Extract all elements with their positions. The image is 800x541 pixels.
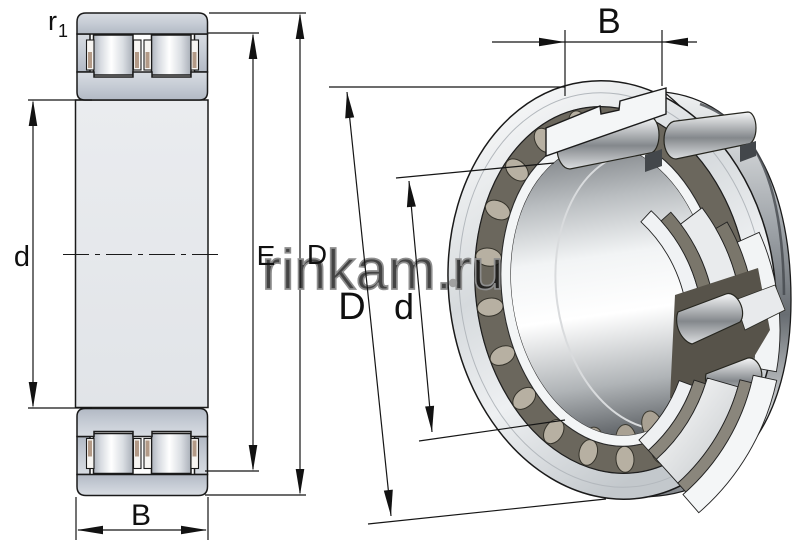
inner-ring-rib (76, 71, 209, 101)
right-view-dimensions (329, 30, 697, 525)
label-B-right: B (597, 2, 620, 41)
cross-section-view (28, 12, 306, 540)
cage-hook-right (740, 141, 756, 162)
label-d-right: d (394, 286, 414, 327)
outer-ring-section-face (545, 87, 667, 157)
outer-ring-top (76, 12, 209, 35)
cut-roller-right (663, 111, 757, 160)
labels: r1 d E D B B D d (14, 2, 621, 532)
label-r: r (48, 6, 57, 36)
isometric-view (447, 80, 792, 514)
label-D-left: D (307, 239, 327, 270)
roller-left (92, 34, 134, 76)
section-top-half (76, 12, 209, 101)
inner-ring-bore-section (74, 99, 209, 409)
label-r-sub: 1 (58, 21, 68, 41)
label-d-left: d (14, 241, 30, 273)
od-groove (699, 102, 786, 296)
roller-right (150, 34, 192, 76)
label-E: E (257, 240, 276, 271)
inner-ring-bottom-wedge (638, 374, 778, 514)
bore-interior (510, 144, 714, 436)
watermark-text: rinkam.ru (262, 238, 504, 302)
dimension-d-left (28, 99, 92, 409)
dimension-B-right (492, 30, 697, 96)
inner-roller-upper (676, 292, 744, 345)
watermark-dot (448, 278, 458, 288)
label-corner-radius: r1 (48, 6, 68, 41)
label-D-right: D (338, 286, 365, 328)
section-bottom-half (76, 407, 209, 497)
cage-bars (85, 39, 200, 71)
dimension-d-right (395, 162, 566, 442)
dimension-E (205, 32, 259, 472)
watermark: rinkam.ru (261, 237, 504, 303)
cage-hook-left (645, 149, 662, 172)
label-B-left: B (131, 499, 151, 532)
dimension-D-left (205, 12, 306, 496)
dimension-D-right (329, 86, 607, 525)
dimension-B-left (75, 497, 209, 540)
inner-ring-assembly (638, 207, 786, 514)
